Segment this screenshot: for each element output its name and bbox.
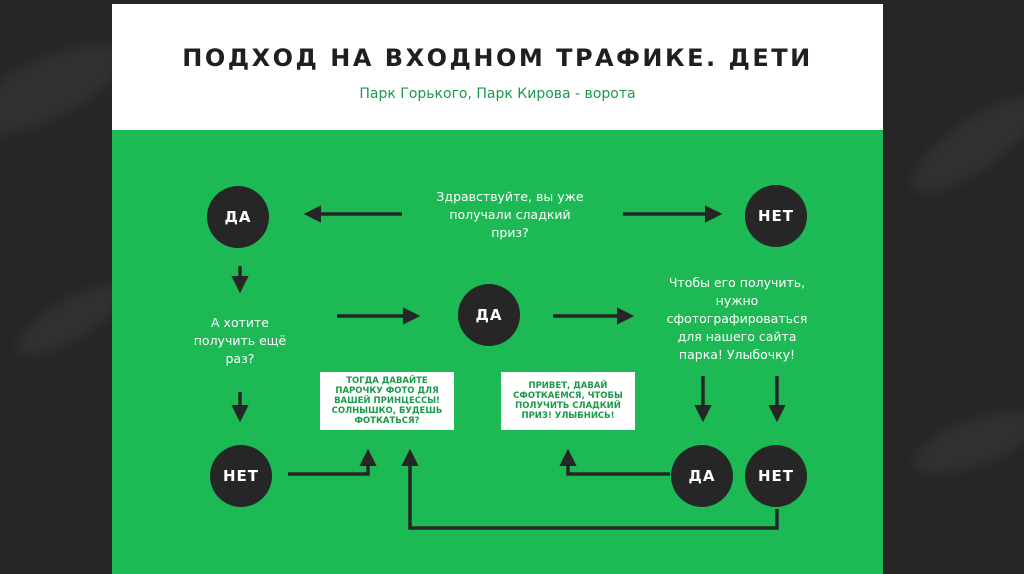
node-no-left: НЕТ xyxy=(210,445,272,507)
slide-title: ПОДХОД НА ВХОДНОМ ТРАФИКЕ. ДЕТИ xyxy=(182,44,813,72)
script-box-princess: ТОГДА ДАВАЙТЕ ПАРОЧКУ ФОТО ДЛЯ ВАШЕЙ ПРИ… xyxy=(320,372,454,430)
arrow-no-bottom-to-princess xyxy=(401,448,779,530)
flow-arrows xyxy=(231,205,786,530)
question-again: А хотите получить ещё раз? xyxy=(193,315,287,366)
explain-photo: Чтобы его получить, нужно сфотографирова… xyxy=(666,275,808,362)
arrow-yes-bottom-to-hello xyxy=(559,448,670,476)
arrow-no-left-to-princess xyxy=(288,448,377,476)
slide-subtitle: Парк Горького, Парк Кирова - ворота xyxy=(359,86,636,102)
slide-header xyxy=(112,4,883,130)
script-box-hello: ПРИВЕТ, ДАВАЙ СФОТКАЕМСЯ, ЧТОБЫ ПОЛУЧИТЬ… xyxy=(501,372,635,430)
node-yes-bottom-right: ДА xyxy=(671,445,733,507)
node-no-top: НЕТ xyxy=(745,185,807,247)
node-yes-top: ДА xyxy=(207,186,269,248)
node-yes-mid: ДА xyxy=(458,284,520,346)
node-no-bottom-right: НЕТ xyxy=(745,445,807,507)
question-start: Здравствуйте, вы уже получали сладкий пр… xyxy=(436,189,584,240)
slide: ПОДХОД НА ВХОДНОМ ТРАФИКЕ. ДЕТИ Парк Гор… xyxy=(112,4,883,574)
